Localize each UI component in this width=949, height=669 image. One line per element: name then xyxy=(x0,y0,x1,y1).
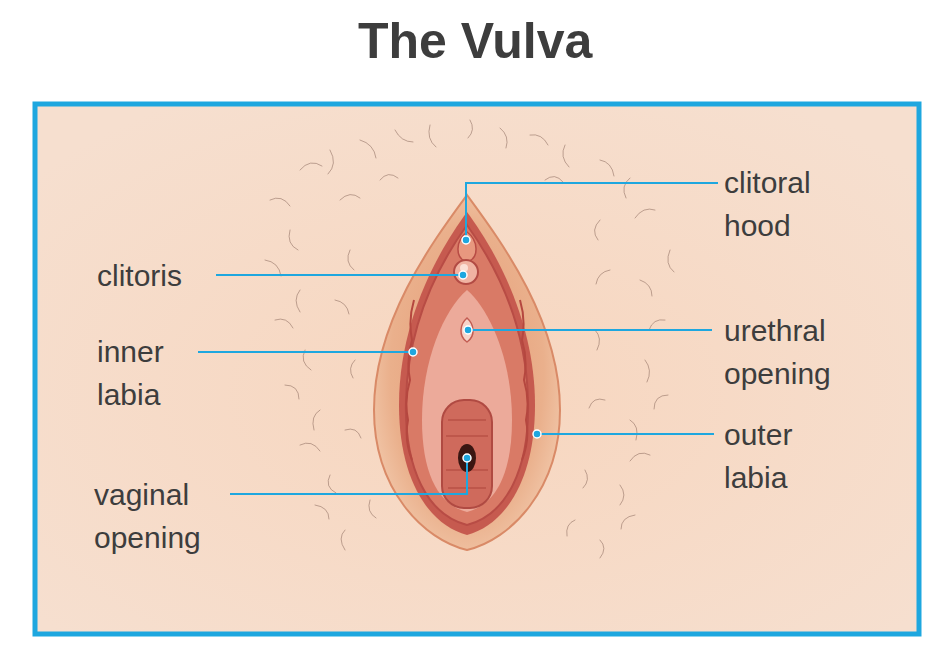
frame-border xyxy=(35,104,919,634)
leader-dots xyxy=(409,236,541,462)
part-label: inner labia xyxy=(97,330,227,416)
perineum xyxy=(460,545,474,640)
part-label: outer labia xyxy=(724,413,854,499)
urethral-opening-shape xyxy=(461,318,473,342)
part-label: clitoris xyxy=(97,254,297,297)
part-label: clitoral hood xyxy=(724,161,864,247)
clitoral-hood-shape xyxy=(458,232,476,262)
diagram-title: The Vulva xyxy=(358,12,592,70)
part-label: urethral opening xyxy=(724,309,894,395)
clitoris-shape xyxy=(454,260,478,284)
frame-ground xyxy=(35,104,919,634)
pubic-hair xyxy=(265,120,674,558)
leader-lines xyxy=(198,183,718,494)
part-label: vaginal opening xyxy=(94,473,224,559)
outer-labia-shape xyxy=(374,195,560,550)
